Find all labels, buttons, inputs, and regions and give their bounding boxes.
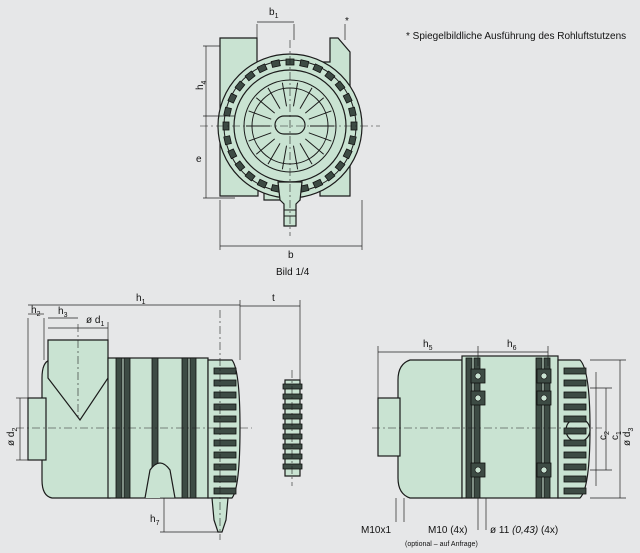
dim-d3: ø d3 [622, 427, 635, 446]
dim-b1: b1 [269, 7, 279, 21]
dim-t: t [272, 293, 275, 304]
top-view [200, 21, 380, 250]
dim-h2: h2 [31, 305, 41, 319]
dim-d1: ø d1 [86, 315, 105, 329]
dim-star: * [345, 16, 349, 27]
dim-h7: h7 [150, 514, 160, 528]
dim-d2: ø d2 [6, 427, 19, 446]
dim-h1: h1 [136, 293, 146, 307]
label-optional: (optional – auf Anfrage) [405, 541, 478, 548]
dim-h3: h3 [58, 306, 68, 320]
dim-e: e [196, 154, 202, 165]
label-m10x1: M10x1 [361, 525, 392, 536]
mirror-note: * Spiegelbildliche Ausführung des Rohluf… [406, 31, 627, 42]
dim-h5: h5 [423, 339, 433, 353]
label-hole: ø 11 (0,43) (4x) [490, 525, 559, 536]
side-view [16, 300, 303, 540]
dim-b: b [288, 250, 294, 261]
dim-h6: h6 [507, 339, 517, 353]
figure-caption: Bild 1/4 [276, 267, 310, 278]
right-view-housing [397, 359, 463, 499]
right-view [372, 346, 626, 530]
label-m10: M10 (4x) [428, 525, 468, 536]
dim-h4: h4 [195, 80, 208, 90]
